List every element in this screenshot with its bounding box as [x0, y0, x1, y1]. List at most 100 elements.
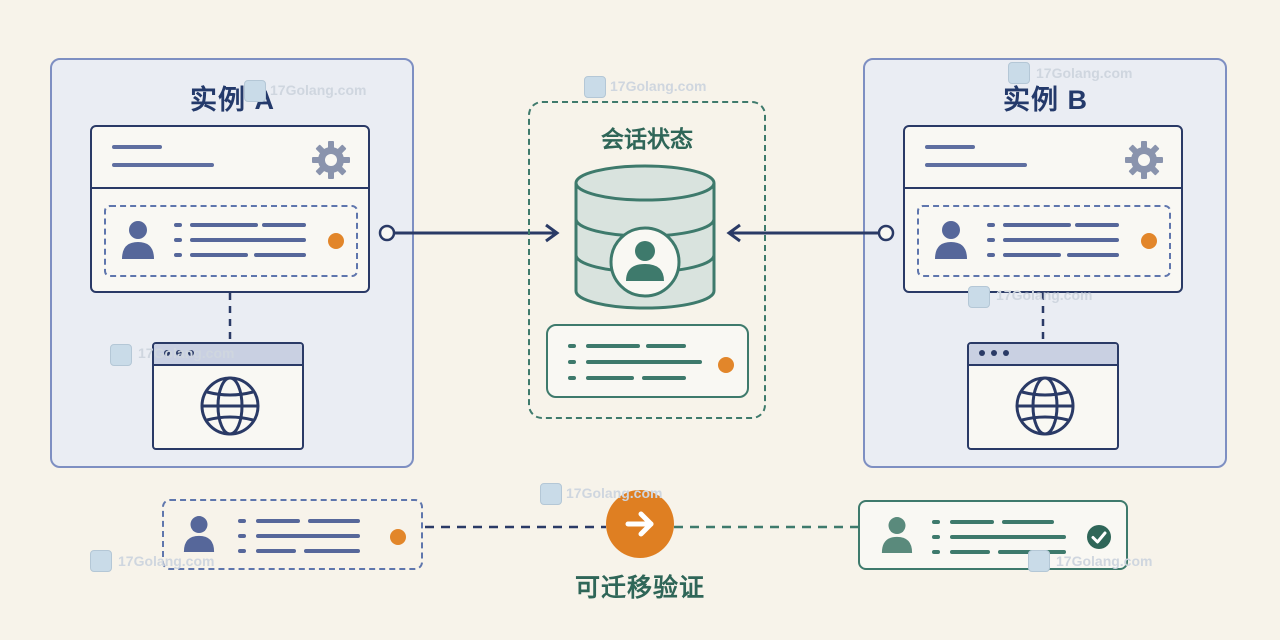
user-icon: [183, 516, 215, 552]
browser-header: [969, 344, 1117, 366]
detail-line: [987, 238, 995, 242]
header-line: [112, 163, 214, 167]
detail-line: [262, 223, 306, 227]
record-line: [568, 344, 576, 348]
window-dot: [176, 350, 182, 356]
record-line: [642, 376, 686, 380]
detail-line: [174, 223, 182, 227]
record-line: [568, 360, 576, 364]
detail-line: [254, 253, 306, 257]
instance-b-browser: [967, 342, 1119, 450]
connector-node-a: [378, 224, 396, 242]
watermark-text: 17Golang.com: [118, 553, 215, 569]
status-dot: [718, 357, 734, 373]
session-card: [917, 205, 1171, 277]
arrow-right-icon: [625, 511, 654, 537]
session-card: [104, 205, 358, 277]
token-line: [1002, 520, 1054, 524]
token-line: [950, 535, 1066, 539]
status-dot: [390, 529, 406, 545]
session-state-box: [528, 101, 766, 419]
header-line: [112, 145, 162, 149]
watermark-icon: [584, 76, 606, 98]
user-icon: [935, 221, 967, 259]
detail-line: [190, 223, 258, 227]
session-record-card: [546, 324, 749, 398]
window-header: [905, 127, 1181, 189]
watermark-text: 17Golang.com: [1056, 553, 1153, 569]
browser-header: [154, 344, 302, 366]
gear-icon: [312, 141, 350, 179]
arrow-b-head: [726, 223, 741, 243]
window-dot: [979, 350, 985, 356]
instance-b-title: 实例 B: [1003, 85, 1088, 115]
watermark-icon: [90, 550, 112, 572]
watermark-text: 17Golang.com: [996, 287, 1093, 303]
session-token-source: [162, 499, 423, 570]
token-line: [256, 534, 360, 538]
instance-b-window: [903, 125, 1183, 293]
window-header: [92, 127, 368, 189]
record-line: [586, 360, 702, 364]
migration-label: 可迁移验证: [574, 574, 705, 602]
watermark-icon: [540, 483, 562, 505]
user-icon: [881, 517, 913, 553]
detail-line: [190, 238, 306, 242]
token-line: [308, 519, 360, 523]
user-icon: [122, 221, 154, 259]
window-dot: [991, 350, 997, 356]
detail-line: [1067, 253, 1119, 257]
token-line: [950, 550, 990, 554]
detail-line: [1003, 223, 1071, 227]
session-state-title: 会话状态: [601, 126, 693, 152]
arrow-a-head: [545, 223, 560, 243]
watermark-icon: [110, 344, 132, 366]
connector-node-b: [877, 224, 895, 242]
globe-icon: [1015, 376, 1075, 436]
token-line: [256, 519, 300, 523]
token-line: [932, 550, 940, 554]
record-line: [568, 376, 576, 380]
watermark-icon: [1028, 550, 1050, 572]
record-line: [646, 344, 686, 348]
token-line: [256, 549, 296, 553]
detail-line: [190, 253, 248, 257]
database-icon: [574, 164, 716, 310]
globe-icon: [200, 376, 260, 436]
status-dot: [328, 233, 344, 249]
header-line: [925, 145, 975, 149]
token-line: [238, 534, 246, 538]
detail-line: [174, 253, 182, 257]
gear-icon: [1125, 141, 1163, 179]
watermark-icon: [244, 80, 266, 102]
watermark-text: 17Golang.com: [610, 78, 707, 94]
watermark-text: 17Golang.com: [1036, 65, 1133, 81]
token-line: [950, 520, 994, 524]
instance-a-browser: [152, 342, 304, 450]
watermark-text: 17Golang.com: [566, 485, 663, 501]
window-dot: [188, 350, 194, 356]
token-line: [238, 519, 246, 523]
watermark-icon: [1008, 62, 1030, 84]
detail-line: [987, 253, 995, 257]
token-line: [304, 549, 360, 553]
migrate-arrow-button: [606, 490, 674, 558]
detail-line: [174, 238, 182, 242]
detail-line: [987, 223, 995, 227]
window-dot: [1003, 350, 1009, 356]
detail-line: [1075, 223, 1119, 227]
token-line: [932, 520, 940, 524]
record-line: [586, 344, 640, 348]
header-line: [925, 163, 1027, 167]
detail-line: [1003, 253, 1061, 257]
watermark-text: 17Golang.com: [270, 82, 367, 98]
window-dot: [164, 350, 170, 356]
watermark-icon: [968, 286, 990, 308]
instance-a-window: [90, 125, 370, 293]
token-line: [932, 535, 940, 539]
detail-line: [1003, 238, 1119, 242]
record-line: [586, 376, 634, 380]
watermark-text: 17Golang.com: [138, 345, 235, 361]
token-line: [238, 549, 246, 553]
